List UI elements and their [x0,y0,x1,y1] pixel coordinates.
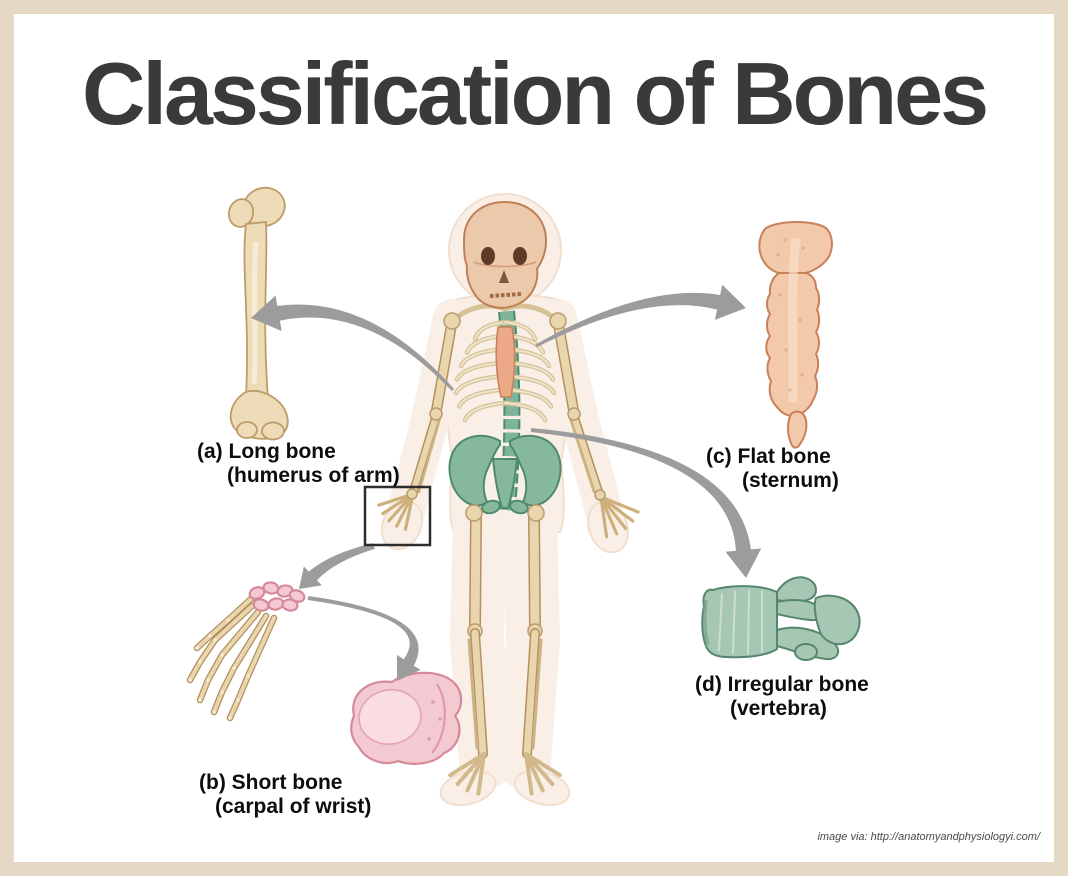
label-flat-bone-sub: (sternum) [742,469,839,492]
label-irregular-bone-title: (d) Irregular bone [695,673,869,696]
pelvis [448,434,562,515]
page-title: Classification of Bones [81,44,989,143]
label-short-bone-sub: (carpal of wrist) [215,795,372,818]
label-long-bone-title: (a) Long bone [197,440,336,463]
label-flat-bone-title: (c) Flat bone [706,445,831,468]
skull [462,200,548,309]
label-irregular-bone-sub: (vertebra) [730,697,827,720]
label-short-bone: (b) Short bone (carpal of wrist) [199,771,371,819]
sternum-on-skeleton [495,326,516,398]
label-long-bone: (a) Long bone (humerus of arm) [197,440,400,488]
short-bone-carpal-illustration [350,671,463,765]
arrow-hand-to-carpal [307,596,421,681]
skeleton-legs [448,510,562,796]
label-short-bone-title: (b) Short bone [199,771,343,794]
long-bone-humerus-illustration [227,186,289,441]
label-flat-bone: (c) Flat bone (sternum) [706,445,839,493]
skeleton-figure [377,200,640,796]
flat-bone-sternum-illustration [758,221,833,449]
callout-arrows [251,284,762,681]
arrow-box-to-hand [299,543,375,589]
arrow-to-long-bone [251,295,455,391]
arrow-to-irregular-bone [530,428,762,578]
label-long-bone-sub: (humerus of arm) [227,464,400,487]
image-credit: image via: http://anatomyandphysiologyi.… [817,831,1040,843]
label-irregular-bone: (d) Irregular bone (vertebra) [695,673,869,721]
hand-highlight-box [363,485,432,547]
hand-skeleton-illustration [186,581,306,722]
irregular-bone-vertebra-illustration [701,576,861,661]
arrow-to-flat-bone [535,284,746,348]
